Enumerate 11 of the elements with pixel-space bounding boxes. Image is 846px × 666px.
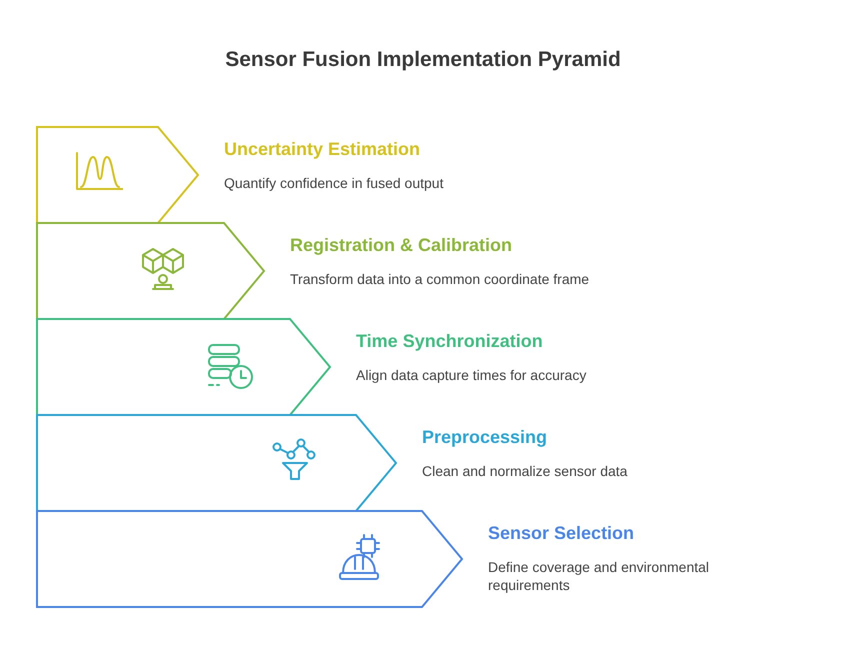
step-description: Transform data into a common coordinate frame xyxy=(290,270,590,288)
step-heading: Time Synchronization xyxy=(356,331,543,352)
step-description: Align data capture times for accuracy xyxy=(356,366,588,384)
step-description: Quantify confidence in fused output xyxy=(224,174,444,192)
step-heading: Uncertainty Estimation xyxy=(224,139,420,160)
step-description: Clean and normalize sensor data xyxy=(422,462,628,480)
step-description: Define coverage and environmental requirements xyxy=(488,558,710,594)
diagram-title: Sensor Fusion Implementation Pyramid xyxy=(224,48,622,72)
step-heading: Preprocessing xyxy=(422,427,548,448)
step-heading: Sensor Selection xyxy=(488,523,634,544)
step-heading: Registration & Calibration xyxy=(290,235,512,256)
